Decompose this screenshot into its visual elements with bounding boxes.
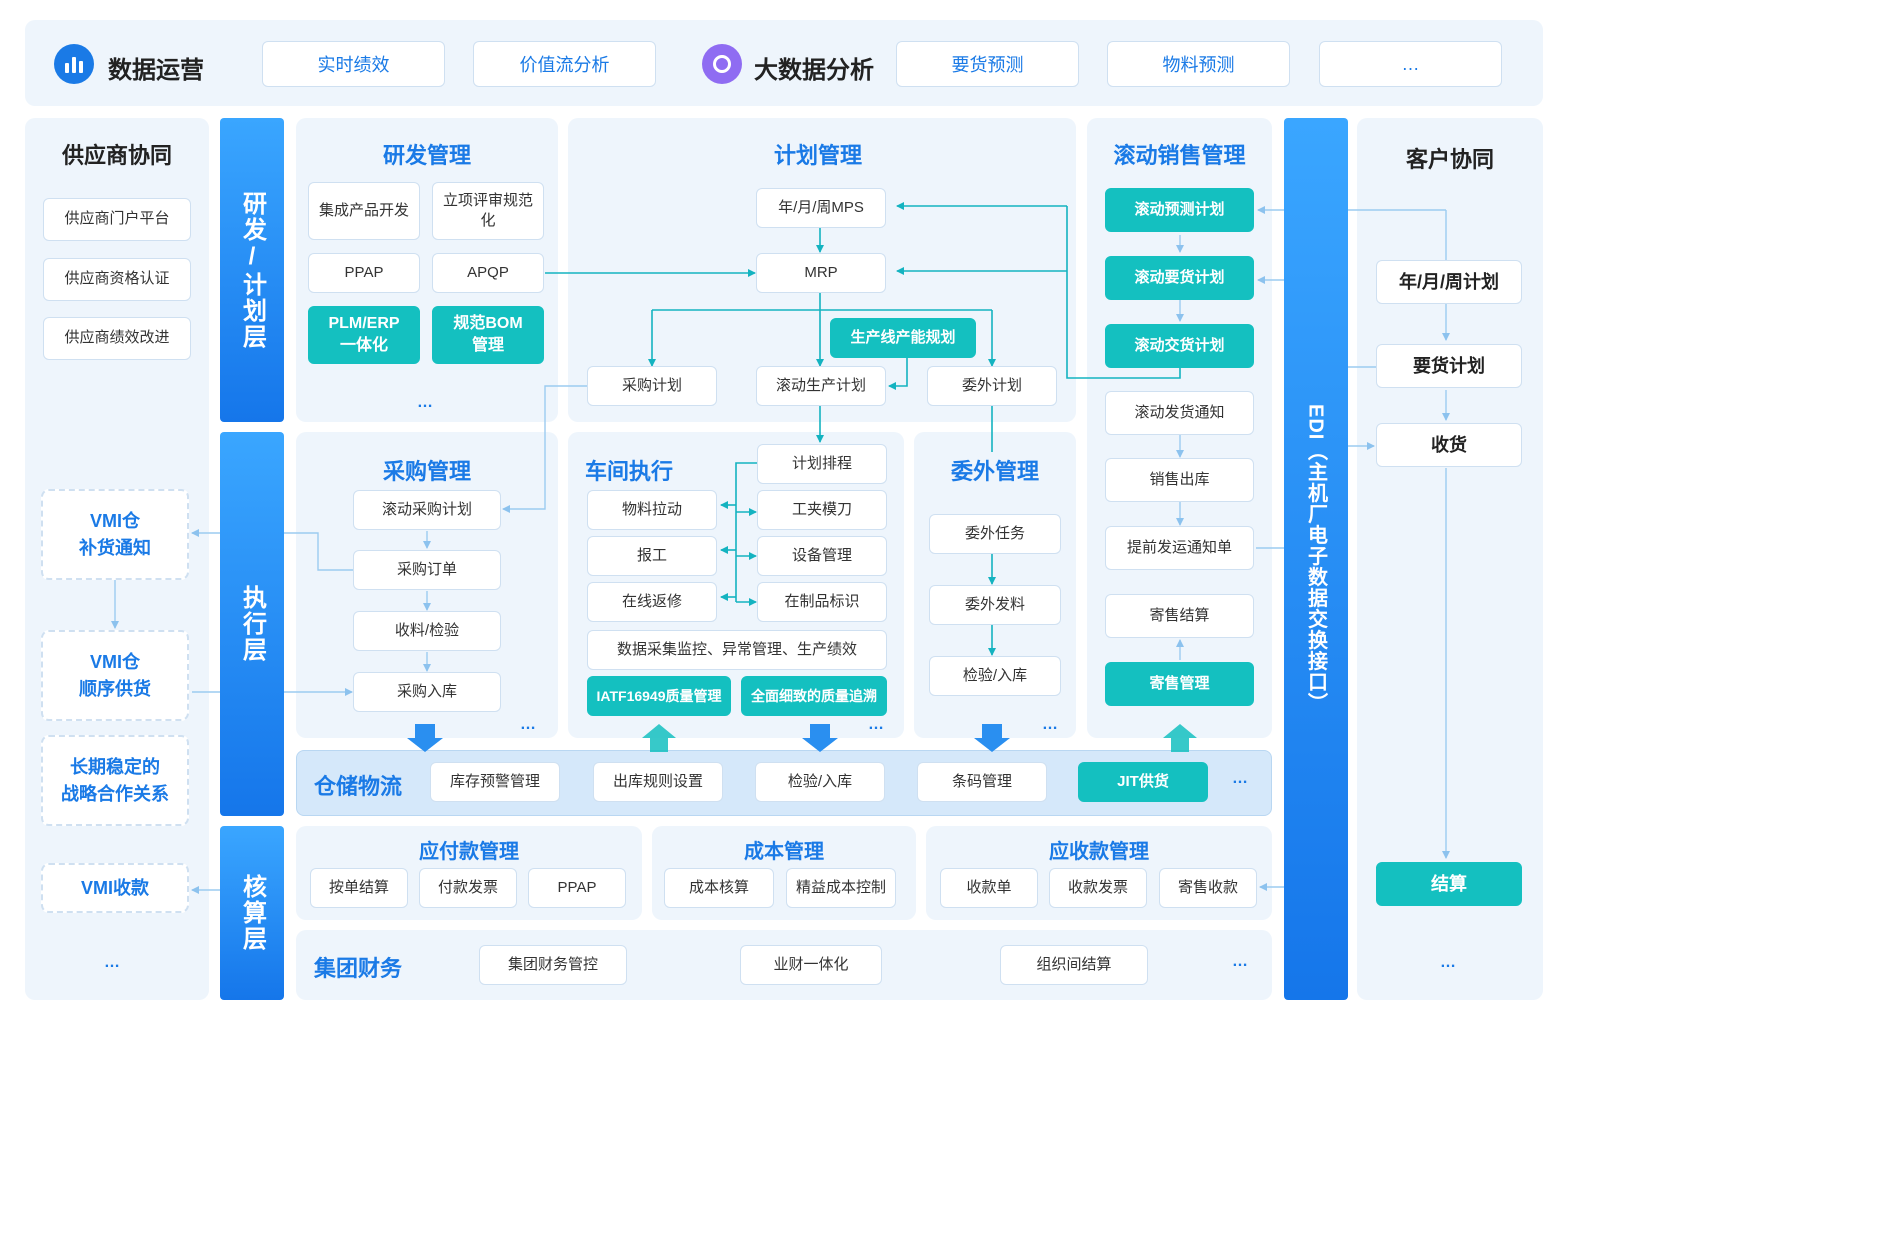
rd-ipd[interactable]: 集成产品开发 <box>308 182 420 240</box>
warehouse-inspection[interactable]: 检验/入库 <box>755 762 885 802</box>
customer-title: 客户协同 <box>1405 147 1494 172</box>
ar-invoice[interactable]: 收款发票 <box>1049 868 1147 908</box>
workshop-iatf[interactable]: IATF16949质量管理 <box>587 676 731 716</box>
tab-value-stream[interactable]: 价值流分析 <box>473 41 656 87</box>
sales-demand-plan[interactable]: 滚动要货计划 <box>1105 256 1254 300</box>
tab-demand-forecast[interactable]: 要货预测 <box>896 41 1079 87</box>
plan-rolling-production[interactable]: 滚动生产计划 <box>756 366 886 406</box>
strategic-partnership: 长期稳定的 战略合作关系 <box>41 735 189 826</box>
plan-mps[interactable]: 年/月/周MPS <box>756 188 886 228</box>
plan-mrp[interactable]: MRP <box>756 253 886 293</box>
purchase-inspection[interactable]: 收料/检验 <box>353 611 501 651</box>
cost-title: 成本管理 <box>744 841 824 863</box>
layer-accounting: 核算层 <box>220 826 284 1000</box>
plan-purchase[interactable]: 采购计划 <box>587 366 717 406</box>
finance-title: 集团财务 <box>314 956 403 981</box>
tab-realtime-performance[interactable]: 实时绩效 <box>262 41 445 87</box>
supplier-more: … <box>104 954 121 971</box>
workshop-fixtures[interactable]: 工夹模刀 <box>757 490 887 530</box>
purchase-title: 采购管理 <box>382 459 471 484</box>
sales-consign-settle[interactable]: 寄售结算 <box>1105 594 1254 638</box>
vmi-payment[interactable]: VMI收款 <box>41 863 189 913</box>
outsource-task[interactable]: 委外任务 <box>929 514 1061 554</box>
workshop-scheduling[interactable]: 计划排程 <box>757 444 887 484</box>
customer-receiving[interactable]: 收货 <box>1376 423 1522 467</box>
warehouse-jit[interactable]: JIT供货 <box>1078 762 1208 802</box>
vmi-replenish[interactable]: VMI仓 补货通知 <box>41 489 189 580</box>
rd-bom[interactable]: 规范BOM 管理 <box>432 306 544 364</box>
layer-rd-plan: 研发/计划层 <box>220 118 284 422</box>
outsource-more: … <box>1042 716 1059 733</box>
customer-more: … <box>1440 954 1457 971</box>
data-ops-label: 数据运营 <box>108 57 204 84</box>
warehouse-inventory-alert[interactable]: 库存预警管理 <box>430 762 560 802</box>
sales-title: 滚动销售管理 <box>1113 143 1246 168</box>
ar-title: 应收款管理 <box>1049 841 1149 863</box>
rd-title: 研发管理 <box>382 143 471 168</box>
edi-bar: EDI（主机厂电子数据交换接口） <box>1284 118 1348 1000</box>
layer-exec: 执行层 <box>220 432 284 816</box>
vmi-sequence[interactable]: VMI仓 顺序供货 <box>41 630 189 721</box>
data-ops-icon <box>54 44 94 84</box>
big-data-label: 大数据分析 <box>754 57 874 84</box>
ap-invoice[interactable]: 付款发票 <box>419 868 517 908</box>
supplier-performance[interactable]: 供应商绩效改进 <box>43 317 191 360</box>
supplier-portal[interactable]: 供应商门户平台 <box>43 198 191 241</box>
sales-shipping-notice[interactable]: 滚动发货通知 <box>1105 391 1254 435</box>
warehouse-outbound-rules[interactable]: 出库规则设置 <box>593 762 723 802</box>
workshop-report[interactable]: 报工 <box>587 536 717 576</box>
purchase-inbound[interactable]: 采购入库 <box>353 672 501 712</box>
outsource-issue[interactable]: 委外发料 <box>929 585 1061 625</box>
rd-project-review[interactable]: 立项评审规范化 <box>432 182 544 240</box>
warehouse-barcode[interactable]: 条码管理 <box>917 762 1047 802</box>
rd-plm-erp[interactable]: PLM/ERP 一体化 <box>308 306 420 364</box>
workshop-title: 车间执行 <box>585 459 674 484</box>
supplier-qualification[interactable]: 供应商资格认证 <box>43 258 191 301</box>
finance-control[interactable]: 集团财务管控 <box>479 945 627 985</box>
sales-asn[interactable]: 提前发运通知单 <box>1105 526 1254 570</box>
supplier-title: 供应商协同 <box>61 143 172 168</box>
plan-title: 计划管理 <box>773 143 862 168</box>
workshop-equipment[interactable]: 设备管理 <box>757 536 887 576</box>
edi-label: EDI（主机厂电子数据交换接口） <box>1304 404 1327 714</box>
sales-forecast-plan[interactable]: 滚动预测计划 <box>1105 188 1254 232</box>
customer-demand-plan[interactable]: 要货计划 <box>1376 344 1522 388</box>
rd-more: … <box>417 394 434 411</box>
ap-by-order[interactable]: 按单结算 <box>310 868 408 908</box>
tab-more[interactable]: … <box>1319 41 1502 87</box>
warehouse-more: … <box>1232 770 1249 787</box>
ar-consign-receipt[interactable]: 寄售收款 <box>1159 868 1257 908</box>
sales-consign-management[interactable]: 寄售管理 <box>1105 662 1254 706</box>
workshop-wip-label[interactable]: 在制品标识 <box>757 582 887 622</box>
rd-ppap[interactable]: PPAP <box>308 253 420 293</box>
workshop-rework[interactable]: 在线返修 <box>587 582 717 622</box>
plan-outsource[interactable]: 委外计划 <box>927 366 1057 406</box>
ap-ppap[interactable]: PPAP <box>528 868 626 908</box>
rd-apqp[interactable]: APQP <box>432 253 544 293</box>
purchase-order[interactable]: 采购订单 <box>353 550 501 590</box>
customer-plan[interactable]: 年/月/周计划 <box>1376 260 1522 304</box>
cost-accounting[interactable]: 成本核算 <box>664 868 774 908</box>
workshop-monitoring[interactable]: 数据采集监控、异常管理、生产绩效 <box>587 630 887 670</box>
workshop-more: … <box>868 716 885 733</box>
plan-capacity[interactable]: 生产线产能规划 <box>830 318 976 358</box>
purchase-more: … <box>520 716 537 733</box>
warehouse-title: 仓储物流 <box>314 774 403 799</box>
customer-settlement[interactable]: 结算 <box>1376 862 1522 906</box>
purchase-rolling-plan[interactable]: 滚动采购计划 <box>353 490 501 530</box>
outsource-inspection[interactable]: 检验/入库 <box>929 656 1061 696</box>
big-data-icon <box>702 44 742 84</box>
workshop-traceability[interactable]: 全面细致的质量追溯 <box>741 676 887 716</box>
sales-outbound[interactable]: 销售出库 <box>1105 458 1254 502</box>
cost-lean-control[interactable]: 精益成本控制 <box>786 868 896 908</box>
workshop-material-pull[interactable]: 物料拉动 <box>587 490 717 530</box>
outsource-title: 委外管理 <box>950 459 1039 484</box>
ar-receipt[interactable]: 收款单 <box>940 868 1038 908</box>
finance-inter-org[interactable]: 组织间结算 <box>1000 945 1148 985</box>
tab-material-forecast[interactable]: 物料预测 <box>1107 41 1290 87</box>
finance-integration[interactable]: 业财一体化 <box>740 945 882 985</box>
sales-delivery-plan[interactable]: 滚动交货计划 <box>1105 324 1254 368</box>
ap-title: 应付款管理 <box>419 841 519 863</box>
finance-more: … <box>1232 953 1249 970</box>
